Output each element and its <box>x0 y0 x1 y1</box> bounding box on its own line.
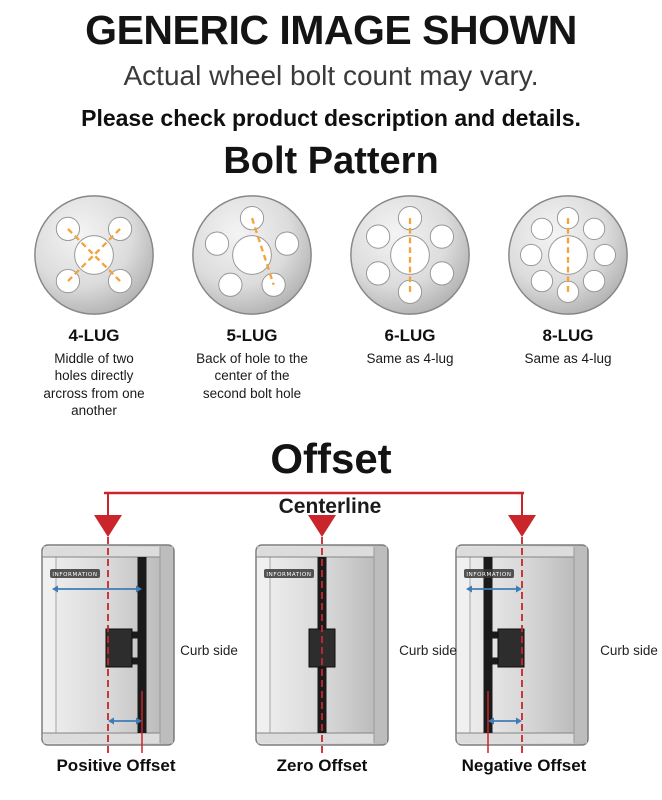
centerline-marker-right-icon <box>508 515 536 538</box>
lug-hole <box>520 243 543 267</box>
back-flange <box>44 546 56 744</box>
lug-hole <box>582 269 606 293</box>
offset-heading: Offset <box>270 435 392 483</box>
lug-hole <box>107 268 133 294</box>
lug-item-8: 8-LUG Same as 4-lug <box>496 192 640 419</box>
subtitle: Actual wheel bolt count may vary. <box>123 60 539 92</box>
curb-flange <box>160 546 173 744</box>
lug-hole <box>107 216 133 242</box>
curb-side-label-2: Curb side <box>399 643 457 658</box>
curb-side-label-1: Curb side <box>180 643 238 658</box>
arrowhead-icon <box>108 717 114 725</box>
lug-description: Same as 4-lug <box>524 350 612 366</box>
wheel-hub <box>105 628 133 668</box>
lug-caption: 8-LUG Same as 4-lug <box>496 326 640 367</box>
lug-hole <box>556 206 580 230</box>
bolt-pattern-row: 4-LUG Middle of two holes directly arcro… <box>0 192 662 419</box>
watermark-badge <box>264 569 314 579</box>
watermark-badge <box>50 569 100 579</box>
arrowhead-icon <box>52 585 58 593</box>
main-title: GENERIC IMAGE SHOWN <box>85 7 577 53</box>
back-flange <box>258 546 270 744</box>
lug-description: Back of hole to the center of the second… <box>196 350 308 401</box>
lug-hole <box>218 272 243 297</box>
watermark-text: INFORMATION <box>466 572 511 578</box>
curb-flange <box>574 546 587 744</box>
center-bore <box>548 235 588 275</box>
lug-hole <box>429 224 455 249</box>
positive-offset-wheel: INFORMATION <box>41 537 175 758</box>
curb-side-label-3: Curb side <box>600 643 658 658</box>
lug-label: 5-LUG <box>226 325 278 345</box>
centerline-marker-left-icon <box>94 515 122 538</box>
8-lug-wheel-diagram <box>508 195 628 315</box>
lug-label: 6-LUG <box>384 325 436 345</box>
centerline-marker-middle-icon <box>308 515 336 538</box>
lug-hole <box>274 231 300 256</box>
lug-label: 4-LUG <box>68 325 120 345</box>
lug-hole <box>582 217 606 241</box>
center-bore <box>232 235 272 275</box>
negative-offset-label: Negative Offset <box>462 756 587 775</box>
negative-offset-wheel: INFORMATION <box>455 537 589 758</box>
header: GENERIC IMAGE SHOWN Actual wheel bolt co… <box>0 7 662 132</box>
lug-caption: 4-LUG Middle of two holes directly arcro… <box>22 326 166 419</box>
curb-flange <box>374 546 387 744</box>
arrowhead-icon <box>488 717 494 725</box>
centerline-label: Centerline <box>279 495 382 518</box>
lug-hole <box>530 217 554 241</box>
lug-hole <box>593 243 616 267</box>
lug-caption: 6-LUG Same as 4-lug <box>338 326 482 367</box>
4-lug-wheel-diagram <box>34 195 154 315</box>
wheel-hub <box>497 628 525 668</box>
lug-description: Middle of two holes directly arcross fro… <box>43 350 145 418</box>
bolt-measure-line <box>250 217 275 286</box>
center-bore <box>74 235 114 275</box>
watermark-text: INFORMATION <box>266 572 311 578</box>
lug-hole <box>365 224 391 249</box>
watermark-text: INFORMATION <box>52 572 97 578</box>
lug-label: 8-LUG <box>542 325 594 345</box>
lug-caption: 5-LUG Back of hole to the center of the … <box>180 326 324 402</box>
center-bore <box>390 235 430 275</box>
lug-hole <box>429 261 455 286</box>
lug-item-4: 4-LUG Middle of two holes directly arcro… <box>22 192 166 419</box>
bolt-measure-line <box>67 228 121 282</box>
arrowhead-icon <box>466 585 472 593</box>
lug-item-6: 6-LUG Same as 4-lug <box>338 192 482 419</box>
back-flange <box>458 546 470 744</box>
lug-hole <box>365 261 391 286</box>
arrowhead-icon <box>136 585 142 593</box>
disclaimer-note: Please check product description and det… <box>81 104 581 131</box>
positive-offset-label: Positive Offset <box>56 756 175 775</box>
arrowhead-icon <box>516 585 522 593</box>
arrowhead-icon <box>516 717 522 725</box>
watermark-badge <box>464 569 514 579</box>
bolt-pattern-section: Bolt Pattern 4-LUG Middle of two holes d… <box>0 140 662 419</box>
lug-hole <box>55 268 81 294</box>
zero-offset-wheel: INFORMATION <box>255 537 389 758</box>
lug-hole <box>55 216 81 242</box>
lug-hole <box>397 279 423 304</box>
offset-diagram: Centerline INFORMATION INFORMATION INFOR… <box>41 492 658 775</box>
lug-item-5: 5-LUG Back of hole to the center of the … <box>180 192 324 419</box>
bolt-pattern-heading: Bolt Pattern <box>223 140 439 183</box>
lug-hole <box>204 231 230 256</box>
arrowhead-icon <box>136 717 142 725</box>
bolt-measure-line <box>67 228 121 282</box>
lug-hole <box>530 269 554 293</box>
zero-offset-label: Zero Offset <box>277 756 368 775</box>
5-lug-wheel-diagram <box>192 195 312 315</box>
6-lug-wheel-diagram <box>350 195 470 315</box>
offset-section: Offset Centerline INFORMATION INFORMATIO… <box>0 435 662 782</box>
lug-description: Same as 4-lug <box>366 350 454 366</box>
